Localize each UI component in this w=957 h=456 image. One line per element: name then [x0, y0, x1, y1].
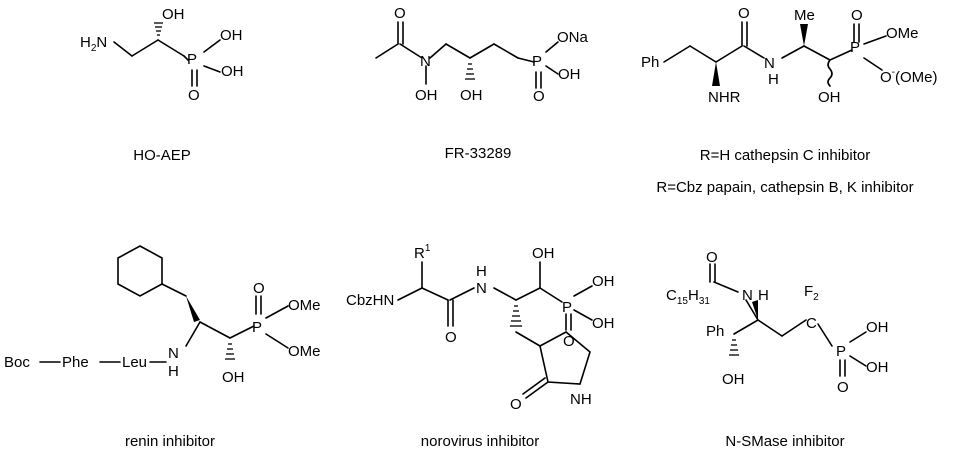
nh-label: NH — [570, 391, 592, 408]
ome-label: OMe — [886, 25, 919, 42]
phe-label: Phe — [62, 354, 89, 371]
o-label: O — [394, 5, 406, 22]
oh-label: OH — [162, 6, 185, 23]
structure-fr-33289: O N OH OH P ONa OH O — [375, 5, 589, 105]
structure-nsmase-inhibitor: O C15H31 N H Ph OH F2 C P OH OH O — [666, 249, 889, 396]
h-label: H — [768, 71, 779, 88]
o-label: O — [533, 88, 545, 105]
hashed-bond — [225, 343, 235, 360]
f2-label: F2 — [804, 283, 819, 303]
ph-label: Ph — [706, 323, 724, 340]
p-label: P — [252, 319, 262, 336]
o-label: O — [738, 5, 750, 22]
p-label: P — [532, 53, 542, 70]
o-label: O — [445, 329, 457, 346]
oh-label: OH — [592, 273, 615, 290]
oh-label: OH — [866, 359, 889, 376]
h-label: H — [168, 363, 179, 380]
hashed-bond — [465, 63, 475, 80]
structure-renin-inhibitor: Boc Phe Leu N H OH P O OMe OMe — [4, 245, 321, 386]
p-label: P — [850, 39, 860, 56]
h-label: H — [758, 287, 769, 304]
caption-papain: R=Cbz papain, cathepsin B, K inhibitor — [656, 179, 913, 196]
caption-renin: renin inhibitor — [125, 433, 215, 450]
n-label: N — [420, 53, 431, 70]
caption-cathepsin-c: R=H cathepsin C inhibitor — [700, 147, 871, 164]
o-label: O — [851, 7, 863, 24]
nh-label: N — [764, 55, 775, 72]
ona-label: ONa — [557, 29, 589, 46]
n-label: N — [476, 280, 487, 297]
caption-norovirus: norovirus inhibitor — [421, 433, 539, 450]
o-label: O — [253, 280, 265, 297]
p-label: P — [562, 299, 572, 316]
o-label: O — [837, 379, 849, 396]
ome-label: OMe — [288, 297, 321, 314]
o-label: O — [188, 87, 200, 104]
structure-norovirus-inhibitor: CbzHN R1 O H N OH P OH OH O O NH — [346, 243, 615, 413]
ome-label: OMe — [288, 343, 321, 360]
o-label: O — [706, 249, 718, 266]
boc-label: Boc — [4, 354, 30, 371]
o-label: O — [510, 396, 522, 413]
hashed-bond — [510, 305, 522, 327]
o-minus-label: O-(OMe) — [880, 67, 938, 86]
oh-label: OH — [460, 87, 483, 104]
o-label: O — [563, 333, 575, 350]
h2n-label: H2N — [80, 34, 107, 54]
me-label: Me — [794, 7, 815, 24]
oh-label: OH — [222, 369, 245, 386]
oh-label: OH — [866, 319, 889, 336]
n-label: N — [742, 287, 753, 304]
cbzhn-label: CbzHN — [346, 292, 394, 309]
caption-ho-aep: HO-AEP — [133, 147, 191, 164]
c-label: C — [806, 315, 817, 332]
oh-label: OH — [592, 315, 615, 332]
c15h31-label: C15H31 — [666, 287, 710, 307]
hashed-bond — [154, 22, 163, 36]
oh-label: OH — [722, 371, 745, 388]
h-label: H — [476, 263, 487, 280]
ph-label: Ph — [641, 54, 659, 71]
nhr-label: NHR — [708, 89, 741, 106]
caption-nsmase: N-SMase inhibitor — [725, 433, 844, 450]
oh-label: OH — [415, 87, 438, 104]
r1-label: R1 — [414, 243, 431, 262]
hashed-bond — [729, 339, 739, 356]
p-label: P — [836, 343, 846, 360]
oh-label: OH — [221, 63, 244, 80]
structure-cathepsin-inhibitor: Ph O NHR N H Me OH P O OMe O-(OMe) — [641, 5, 938, 106]
structure-ho-aep: H2N OH P OH OH O — [80, 6, 244, 104]
oh-label: OH — [220, 27, 243, 44]
oh-label: OH — [558, 66, 581, 83]
n-label: N — [168, 345, 179, 362]
p-label: P — [187, 51, 197, 68]
oh-label: OH — [818, 89, 841, 106]
leu-label: Leu — [122, 354, 147, 371]
caption-fr-33289: FR-33289 — [445, 145, 512, 162]
oh-label: OH — [532, 245, 555, 262]
